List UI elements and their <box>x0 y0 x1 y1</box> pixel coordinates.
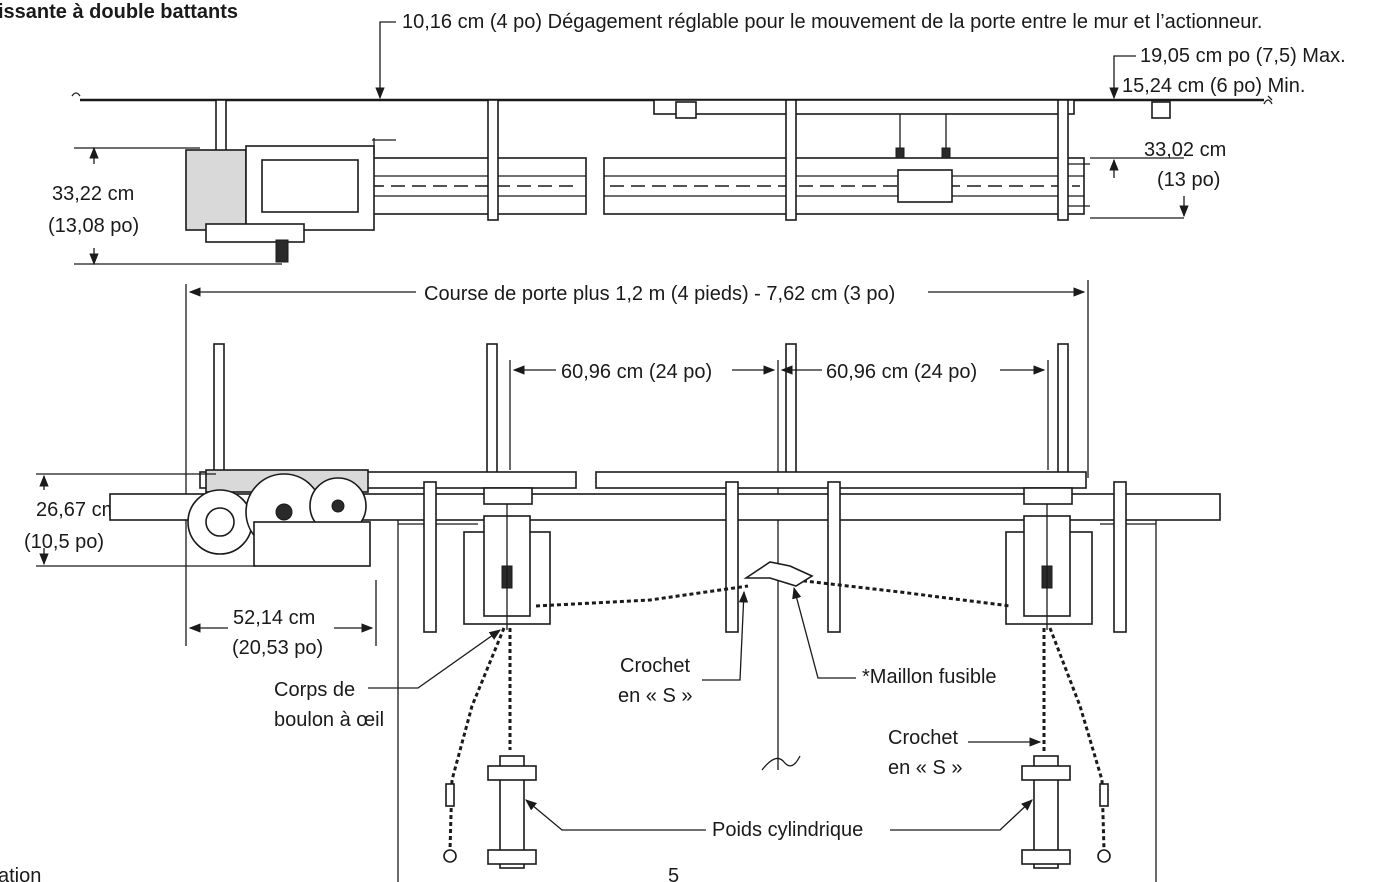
chain-right <box>795 578 1011 608</box>
fusible-link <box>743 561 814 587</box>
operator-top <box>185 149 247 231</box>
heading: issante à double battants <box>0 1 238 23</box>
label-height-right-cm: 33,02 cm <box>1144 139 1226 161</box>
front-view <box>36 343 1221 882</box>
hanger-2 <box>487 99 499 221</box>
break-symbol <box>71 92 81 97</box>
hanger-3 <box>785 99 797 221</box>
leader-weight-left <box>525 799 706 831</box>
strap-3 <box>827 481 841 633</box>
label-spacing-left: 60,96 cm (24 po) <box>561 361 712 383</box>
label-clearance: 10,16 cm (4 po) Dégagement réglable pour… <box>402 11 1263 33</box>
label-cylindrical-weight: Poids cylindrique <box>712 819 863 841</box>
label-s-hook-right-line1: Crochet <box>888 727 958 749</box>
label-height-left-po: (13,08 po) <box>48 215 139 237</box>
top-view <box>71 21 1273 266</box>
label-s-hook-left-line2: en « S » <box>618 685 693 707</box>
footer-page-number: 5 <box>668 865 679 882</box>
front-hanger-4 <box>1057 343 1069 475</box>
label-height-bottom-cm: 26,67 cm <box>36 499 118 521</box>
chain-left <box>535 584 749 608</box>
label-eyebolt-line2: boulon à œil <box>274 709 384 731</box>
label-height-left-cm: 33,22 cm <box>52 183 134 205</box>
front-track-right <box>595 471 1087 489</box>
strap-4 <box>1113 481 1127 633</box>
label-s-hook-left-line1: Crochet <box>620 655 690 677</box>
label-s-hook-right-line2: en « S » <box>888 757 963 779</box>
operator-gearbox <box>253 521 371 567</box>
clearance-leader <box>375 21 396 100</box>
label-min: 15,24 cm (6 po) Min. <box>1122 75 1305 97</box>
door-carriage <box>897 169 953 203</box>
label-width-po: (20,53 po) <box>232 637 323 659</box>
leader-eyebolt <box>368 629 501 689</box>
max-min-leader <box>1109 55 1136 100</box>
label-fusible-link: *Maillon fusible <box>862 666 997 688</box>
hanger-4 <box>1057 99 1069 221</box>
label-eyebolt-line1: Corps de <box>274 679 355 701</box>
leader-s-hook-left <box>702 590 749 681</box>
strap-2 <box>725 481 739 633</box>
footer-left: ation <box>0 865 41 882</box>
door-travel-dimension <box>185 280 1089 646</box>
leader-fusible <box>792 586 856 679</box>
label-height-bottom-po: (10,5 po) <box>24 531 104 553</box>
front-hanger-2 <box>486 343 498 475</box>
strap-1 <box>423 481 437 633</box>
front-hanger-1 <box>213 343 225 475</box>
mounting-plate <box>653 99 1075 115</box>
front-hanger-3 <box>785 343 797 475</box>
label-spacing-right: 60,96 cm (24 po) <box>826 361 977 383</box>
leader-weight-right <box>890 799 1033 831</box>
label-width-cm: 52,14 cm <box>233 607 315 629</box>
label-height-right-po: (13 po) <box>1157 169 1220 191</box>
label-max: 19,05 cm po (7,5) Max. <box>1140 45 1346 67</box>
label-door-travel: Course de porte plus 1,2 m (4 pieds) - 7… <box>424 283 895 305</box>
